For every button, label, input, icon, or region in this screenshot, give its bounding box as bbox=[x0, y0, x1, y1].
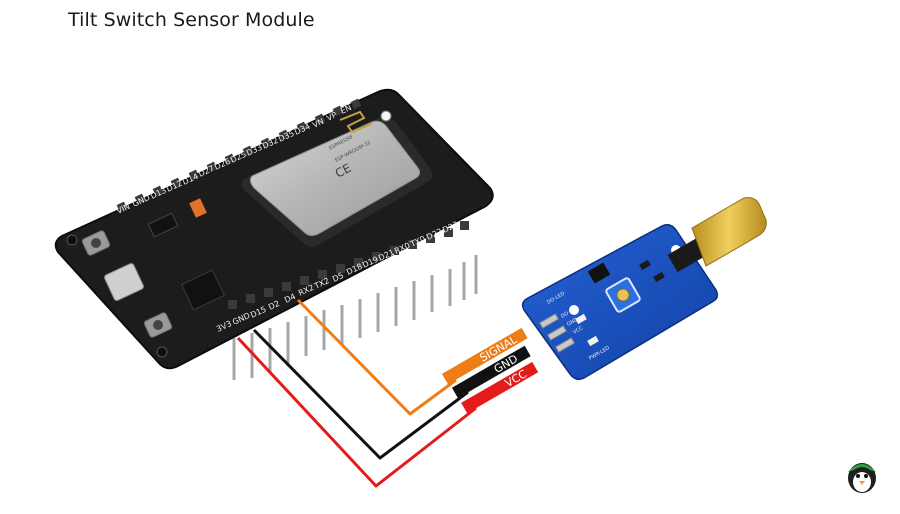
tilt-sensor-module: DO GND VCC PWR-LED DO-LED bbox=[521, 197, 767, 381]
esp32-header-pins bbox=[232, 255, 478, 380]
esp32-bottom-header bbox=[228, 221, 469, 309]
gnd-wire bbox=[252, 328, 469, 460]
signal-connector bbox=[441, 327, 528, 385]
tilt-switch bbox=[667, 197, 767, 273]
smd-led bbox=[575, 313, 587, 325]
pin-label: VP bbox=[325, 110, 338, 123]
mount-hole bbox=[66, 234, 78, 246]
voltage-regulator bbox=[147, 212, 179, 238]
boot-button-cap bbox=[153, 320, 163, 330]
vcc-wire bbox=[236, 336, 477, 488]
ce-mark-icon: CE bbox=[333, 161, 354, 181]
board-label: GND bbox=[566, 317, 579, 328]
pin-label: VN bbox=[311, 117, 325, 130]
board-label: DO bbox=[560, 311, 570, 320]
diagram-title: Tilt Switch Sensor Module bbox=[68, 9, 315, 31]
vcc-connector bbox=[461, 361, 539, 414]
mount-hole bbox=[569, 305, 579, 315]
orange-capacitor bbox=[189, 198, 207, 218]
pin-label: D4 bbox=[283, 292, 297, 305]
mount-hole bbox=[380, 110, 392, 122]
esp32-wroom-module: ESPRESSIF ESP-WROOM-32 CE bbox=[241, 110, 433, 247]
esp32-board: VIN GND D13 D12 D14 D27 D26 D25 D33 D32 … bbox=[54, 88, 494, 370]
smd-resistor bbox=[639, 259, 651, 271]
usb-uart-chip bbox=[181, 269, 225, 311]
signal-wire bbox=[296, 298, 457, 416]
comparator-chip bbox=[587, 262, 611, 284]
usb-port bbox=[104, 263, 144, 301]
penguin-logo-icon bbox=[848, 463, 876, 493]
pin-label: D2 bbox=[267, 299, 281, 312]
pin-label: D5 bbox=[331, 271, 345, 284]
reset-button-cap bbox=[91, 238, 101, 248]
smd-resistor bbox=[653, 271, 665, 283]
wires bbox=[236, 298, 477, 488]
esp32-top-header bbox=[116, 98, 362, 213]
potentiometer-knob bbox=[616, 288, 630, 302]
sensor-pins bbox=[539, 313, 575, 353]
pin-label: EN bbox=[339, 103, 353, 116]
smd-led bbox=[587, 335, 599, 347]
board-label: VCC bbox=[572, 325, 584, 336]
mount-hole bbox=[156, 346, 168, 358]
gnd-connector bbox=[451, 345, 531, 399]
